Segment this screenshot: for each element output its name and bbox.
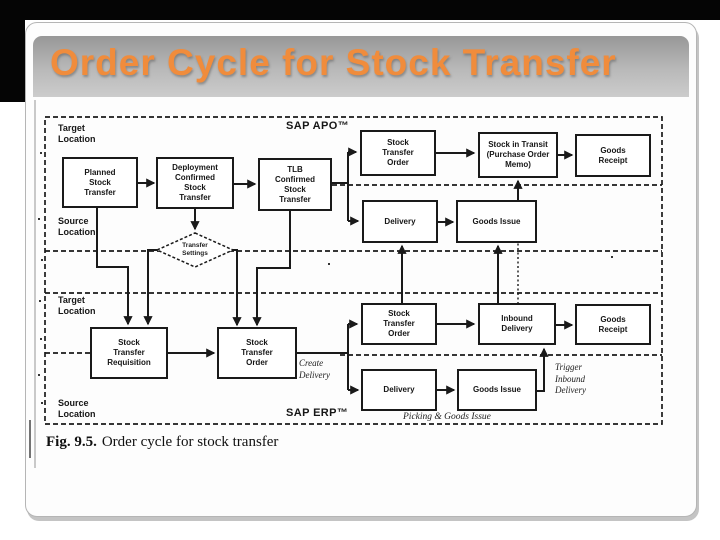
node-planned-stock-transfer: Planned Stock Transfer	[62, 157, 138, 208]
scan-speck	[40, 338, 42, 340]
apo-source-location-label: Source Location	[58, 216, 96, 238]
arrow-planned-to-str	[97, 208, 133, 326]
window-top-bar	[0, 0, 720, 20]
scan-edge-mark	[29, 420, 31, 458]
figure-caption-number: Fig. 9.5.	[46, 434, 97, 450]
node-delivery-erp: Delivery	[361, 369, 437, 411]
scan-speck	[40, 152, 42, 154]
figure-caption: Fig. 9.5.Order cycle for stock transfer	[46, 434, 278, 451]
scan-speck	[41, 402, 43, 404]
erp-target-location-label: Target Location	[58, 295, 96, 317]
slide	[25, 22, 697, 517]
arrow-settings-to-str	[143, 250, 157, 326]
node-inbound-delivery: Inbound Delivery	[478, 303, 556, 345]
create-delivery-annotation: Create Delivery	[299, 358, 330, 380]
scan-speck	[328, 263, 330, 265]
sap-apo-label: SAP APO™	[286, 120, 350, 132]
window-left-bar	[0, 0, 25, 102]
sap-erp-label: SAP ERP™	[286, 407, 349, 419]
transfer-settings-diamond	[157, 233, 233, 267]
node-goods-receipt-apo: Goods Receipt	[575, 134, 651, 177]
scan-speck	[39, 300, 41, 302]
picking-goods-issue-annotation: Picking & Goods Issue	[403, 412, 491, 422]
node-stock-transfer-order-erp-right: Stock Transfer Order	[361, 303, 437, 345]
apo-target-location-label: Target Location	[58, 123, 96, 145]
node-stock-transfer-order-erp: Stock Transfer Order	[217, 327, 297, 379]
slide-title-bar	[33, 36, 689, 97]
scan-speck	[611, 256, 613, 258]
scan-speck	[38, 218, 40, 220]
node-deployment-confirmed: Deployment Confirmed Stock Transfer	[156, 157, 234, 209]
node-goods-issue-apo: Goods Issue	[456, 200, 537, 243]
scan-speck	[38, 374, 40, 376]
scan-speck	[41, 259, 43, 261]
slide-title: Order Cycle for Stock Transfer	[50, 42, 617, 83]
node-stock-transfer-requisition: Stock Transfer Requisition	[90, 327, 168, 379]
node-goods-receipt-erp: Goods Receipt	[575, 304, 651, 345]
trigger-inbound-annotation: Trigger Inbound Delivery	[555, 362, 586, 396]
node-delivery-apo: Delivery	[362, 200, 438, 243]
node-goods-issue-erp: Goods Issue	[457, 369, 537, 411]
erp-source-location-label: Source Location	[58, 398, 96, 420]
node-stock-in-transit: Stock in Transit (Purchase Order Memo)	[478, 132, 558, 178]
arrow-settings-to-sto	[232, 250, 242, 327]
transfer-settings-label: Transfer Settings	[182, 242, 208, 257]
figure-caption-text: Order cycle for stock transfer	[101, 434, 279, 450]
scan-page-edge	[34, 100, 36, 468]
node-stock-transfer-order-apo: Stock Transfer Order	[360, 130, 436, 176]
diagram-dashed-border	[45, 117, 662, 424]
node-tlb-confirmed: TLB Confirmed Stock Transfer	[258, 158, 332, 211]
arrow-tlb-to-sto-erp	[252, 211, 290, 327]
arrow-gi-to-inbound	[537, 347, 549, 391]
